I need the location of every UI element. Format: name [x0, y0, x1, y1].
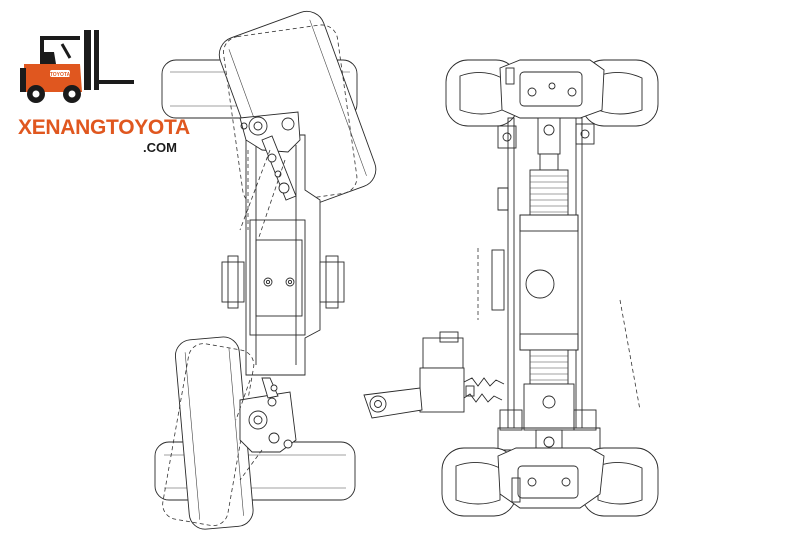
top-wheel-ghost — [223, 24, 358, 206]
rod-end-top — [537, 117, 561, 155]
left-trunnion — [221, 261, 245, 303]
center-pivot-plate — [255, 239, 303, 317]
brand-domain: .COM — [143, 140, 177, 155]
left-frame-rail — [507, 117, 515, 429]
dust-boot-top — [529, 169, 569, 216]
rod-end-bottom — [523, 383, 575, 431]
right-trunnion — [319, 261, 345, 303]
axle-beam — [245, 134, 321, 376]
brand-logo: TOYOTA XENANGTOYOTA .COM — [10, 18, 200, 155]
seal-text: TOYOTA — [50, 72, 71, 78]
dust-boot-bottom — [529, 349, 569, 385]
side-actuator — [363, 331, 505, 419]
forklift-icon: TOYOTA — [20, 30, 134, 103]
lower-knuckle — [239, 391, 297, 453]
bottom-hub-assembly — [497, 447, 605, 509]
steering-cylinder — [519, 214, 579, 351]
lower-tie-rod — [261, 377, 279, 399]
brand-name: XENANGTOYOTA — [18, 116, 190, 139]
